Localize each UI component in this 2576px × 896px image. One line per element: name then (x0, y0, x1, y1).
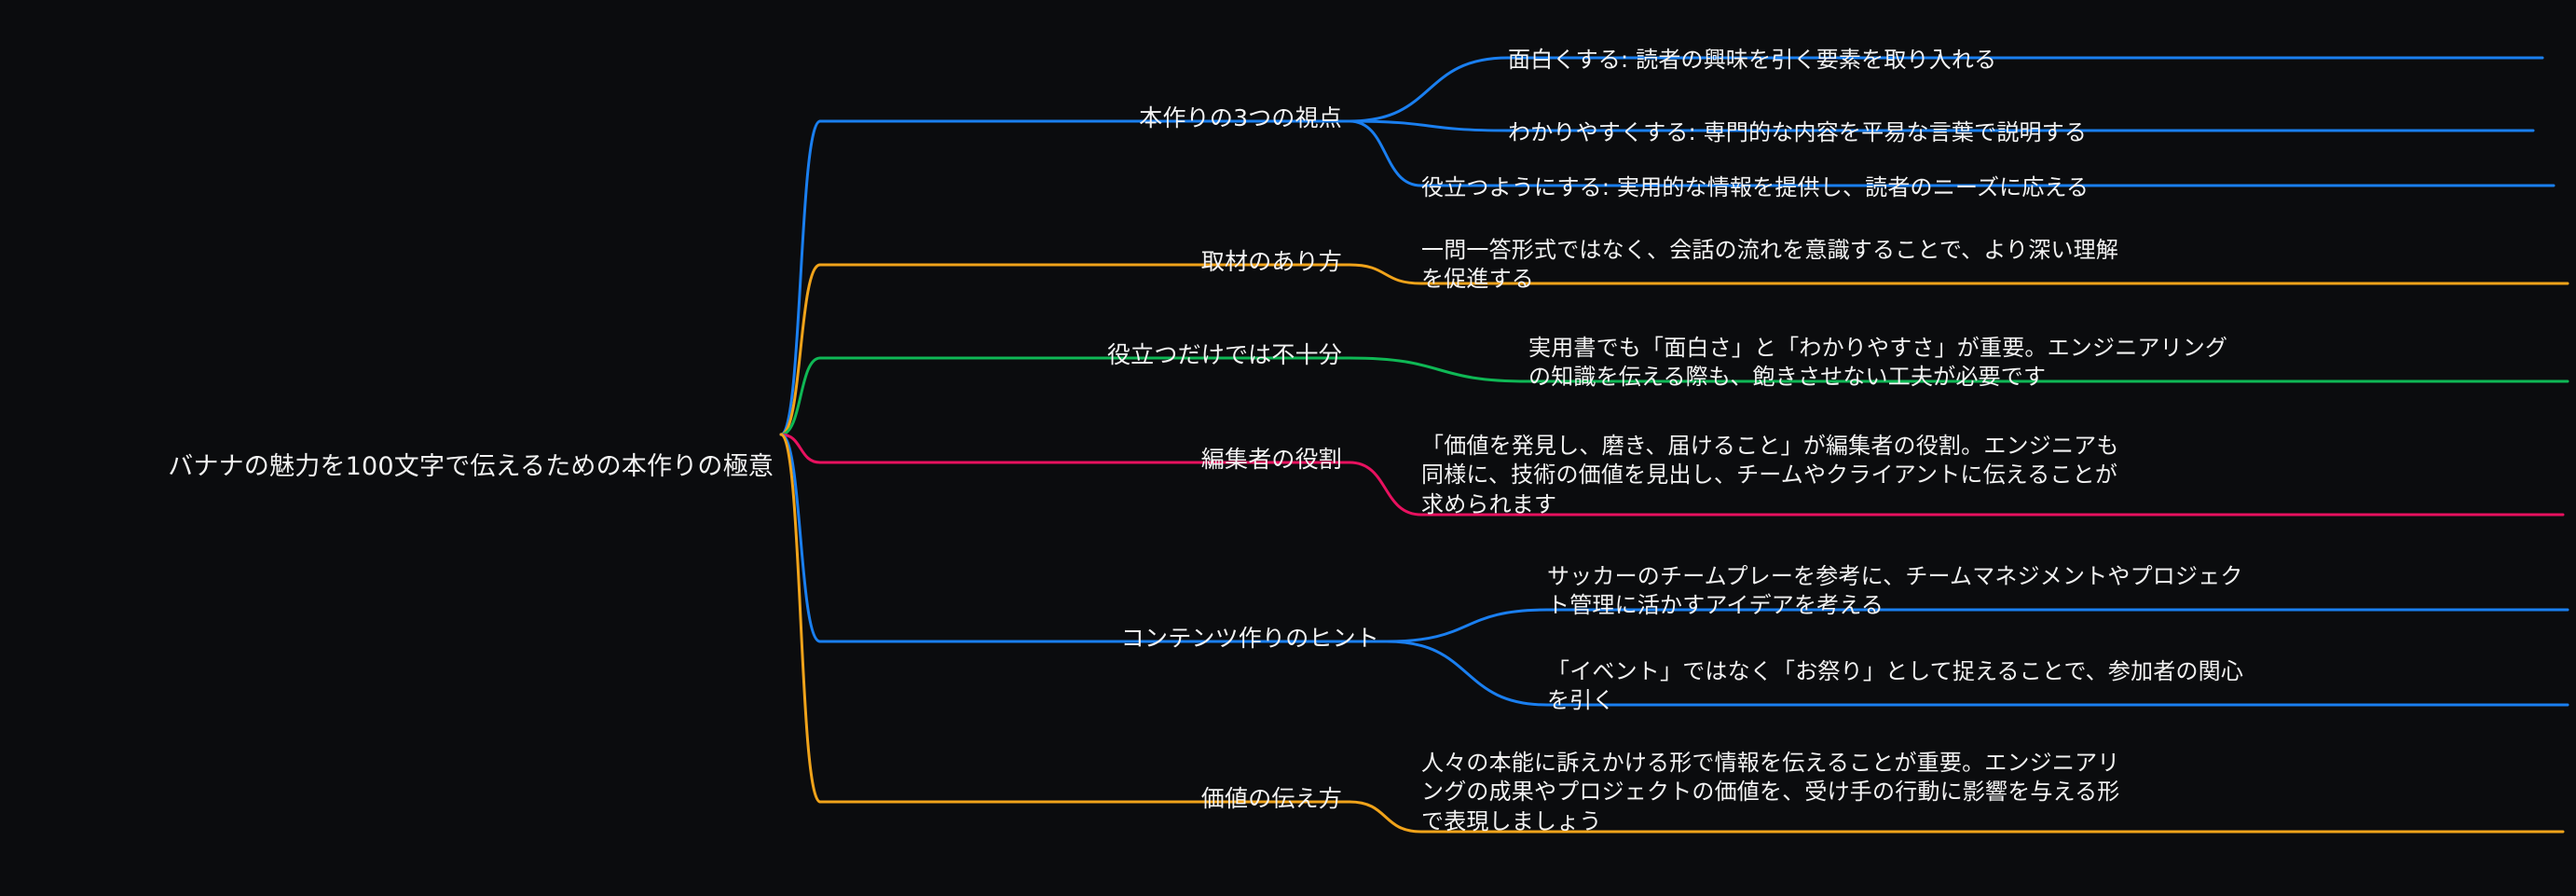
mindmap-leaf-4-1[interactable]: 「イベント」ではなく「お祭り」として捉えることで、参加者の関心 を引く (1547, 628, 2568, 776)
mindmap-leaf-label: 「イベント」ではなく「お祭り」として捉えることで、参加者の関心 を引く (1547, 658, 2244, 714)
mindmap-leaf-label: 一問一答形式ではなく、会話の流れを意識することで、より深い理解 を促進する (1421, 237, 2119, 293)
mindmap-root-label: バナナの魅力を100文字で伝えるための本作りの極意 (168, 452, 774, 482)
mindmap-branch-0[interactable]: 本作りの3つの視点 (820, 73, 1342, 196)
mindmap-canvas: バナナの魅力を100文字で伝えるための本作りの極意 本作りの3つの視点 取材のあ… (28, 17, 2569, 834)
mindmap-leaf-label: 人々の本能に訴えかける形で情報を伝えることが重要。エンジニアリ ングの成果やプロ… (1421, 750, 2120, 834)
mindmap-branch-label: 編集者の役割 (1200, 445, 1342, 473)
mindmap-branch-label: 本作りの3つの視点 (1139, 103, 1342, 131)
mindmap-root-node[interactable]: バナナの魅力を100文字で伝えるための本作りの極意 (28, 418, 774, 550)
mindmap-leaf-label: サッカーのチームプレーを参考に、チームマネジメントやプロジェク ト管理に活かすア… (1547, 563, 2243, 619)
mindmap-branch-label: 役立つだけでは不十分 (1106, 340, 1342, 368)
mindmap-leaf-0-2[interactable]: 役立つようにする: 実用的な情報を提供し、読者のニーズに応える (1421, 145, 2554, 263)
mindmap-leaf-label: 実用書でも「面白さ」と「わかりやすさ」が重要。エンジニアリング の知識を伝える際… (1528, 335, 2228, 391)
mindmap-branch-label: 取材のあり方 (1200, 247, 1342, 275)
mindmap-leaf-1-0[interactable]: 一問一答形式ではなく、会話の流れを意識することで、より深い理解 を促進する (1421, 207, 2568, 354)
mindmap-leaf-label: 「価値を発見し、磨き、届けること」が編集者の役割。エンジニアも 同様に、技術の価… (1421, 433, 2119, 517)
mindmap-leaf-3-0[interactable]: 「価値を発見し、磨き、届けること」が編集者の役割。エンジニアも 同様に、技術の価… (1421, 403, 2563, 579)
mindmap-branch-5[interactable]: 価値の伝え方 (820, 753, 1342, 876)
mindmap-branch-3[interactable]: 編集者の役割 (820, 414, 1342, 537)
mindmap-leaf-0-0[interactable]: 面白くする: 読者の興味を引く要素を取り入れる (1508, 17, 2542, 135)
mindmap-leaf-5-0[interactable]: 人々の本能に訴えかける形で情報を伝えることが重要。エンジニアリ ングの成果やプロ… (1421, 720, 2563, 896)
mindmap-leaf-4-0[interactable]: サッカーのチームプレーを参考に、チームマネジメントやプロジェク ト管理に活かすア… (1547, 533, 2568, 681)
mindmap-branch-label: コンテンツ作りのヒント (1120, 624, 1379, 652)
mindmap-leaf-label: 役立つようにする: 実用的な情報を提供し、読者のニーズに応える (1421, 174, 2090, 201)
mindmap-branch-label: 価値の伝え方 (1200, 784, 1342, 812)
mindmap-leaf-label: わかりやすくする: 専門的な内容を平易な言葉で説明する (1508, 119, 2088, 146)
mindmap-branch-1[interactable]: 取材のあり方 (820, 216, 1342, 339)
mindmap-branch-4[interactable]: コンテンツ作りのヒント (820, 593, 1379, 716)
mindmap-branch-2[interactable]: 役立つだけでは不十分 (820, 310, 1342, 433)
mindmap-leaf-label: 面白くする: 読者の興味を引く要素を取り入れる (1508, 47, 1997, 74)
mindmap-leaf-0-1[interactable]: わかりやすくする: 専門的な内容を平易な言葉で説明する (1508, 90, 2533, 208)
mindmap-leaf-2-0[interactable]: 実用書でも「面白さ」と「わかりやすさ」が重要。エンジニアリング の知識を伝える際… (1528, 305, 2568, 452)
